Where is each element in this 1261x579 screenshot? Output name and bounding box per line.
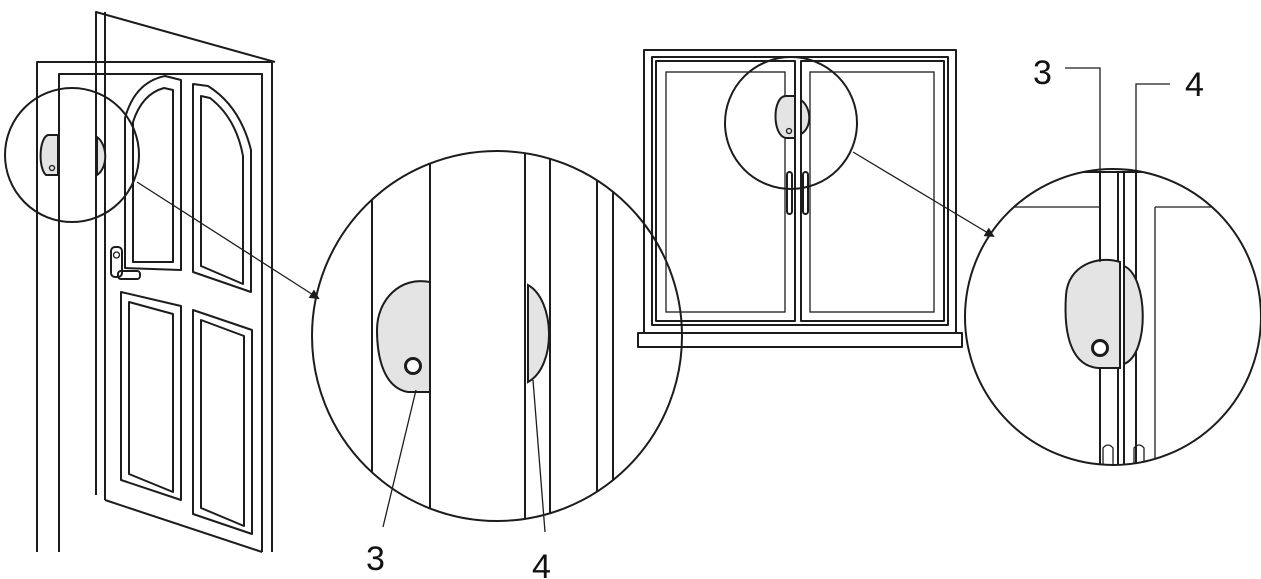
window-sensor-small [774, 95, 796, 139]
window-highlight-circle [724, 56, 858, 190]
door-sensor-small-led [48, 164, 56, 172]
door-sensor-led [404, 357, 422, 375]
door-panel-upper-right [192, 83, 252, 293]
door-callout-line-4 [532, 379, 546, 533]
door-zoom-detail: 3 4 [311, 150, 683, 579]
window-callout-4: 4 [1185, 66, 1204, 104]
door-sensor-large [375, 280, 431, 393]
window-callout-line-4 [1135, 83, 1170, 266]
door-frame [36, 61, 273, 552]
door-callout-4: 4 [532, 548, 551, 579]
door-callout-3: 3 [366, 540, 385, 578]
window-zoom-arrow [852, 151, 995, 238]
door-highlight-circle [4, 87, 140, 223]
door-illustration [4, 11, 320, 553]
door-zoom-arrow [136, 181, 320, 300]
door-magnet-small [96, 135, 107, 177]
window-sash-left [655, 60, 796, 322]
door-panel-upper-left [124, 75, 182, 271]
window-sensor-led [1091, 339, 1109, 357]
window-callout-line-3 [1065, 67, 1101, 262]
door-panel-lower-right [192, 309, 253, 535]
window-pane-left [665, 71, 786, 313]
door-leaf [95, 11, 276, 553]
window-callout-3: 3 [1033, 54, 1052, 92]
window-sensor-small-led [785, 127, 793, 135]
window-zoom-detail: 3 4 [964, 54, 1261, 466]
window-magnet-small [800, 98, 811, 136]
window-magnet-large [1123, 264, 1144, 366]
window-illustration [637, 49, 995, 348]
door-panel-lower-left [120, 291, 182, 501]
window-sill [637, 332, 963, 348]
window-handle-left [786, 171, 793, 215]
door-sensor-small [39, 134, 59, 176]
window-sash-right [800, 60, 945, 322]
door-zoom-circle [311, 150, 683, 522]
door-magnet-large [527, 283, 550, 384]
window-handle-right [802, 171, 809, 215]
door-callout-line-3 [382, 389, 417, 528]
window-sensor-large [1064, 258, 1121, 369]
window-pane-right [809, 71, 935, 313]
door-handle [110, 246, 141, 280]
